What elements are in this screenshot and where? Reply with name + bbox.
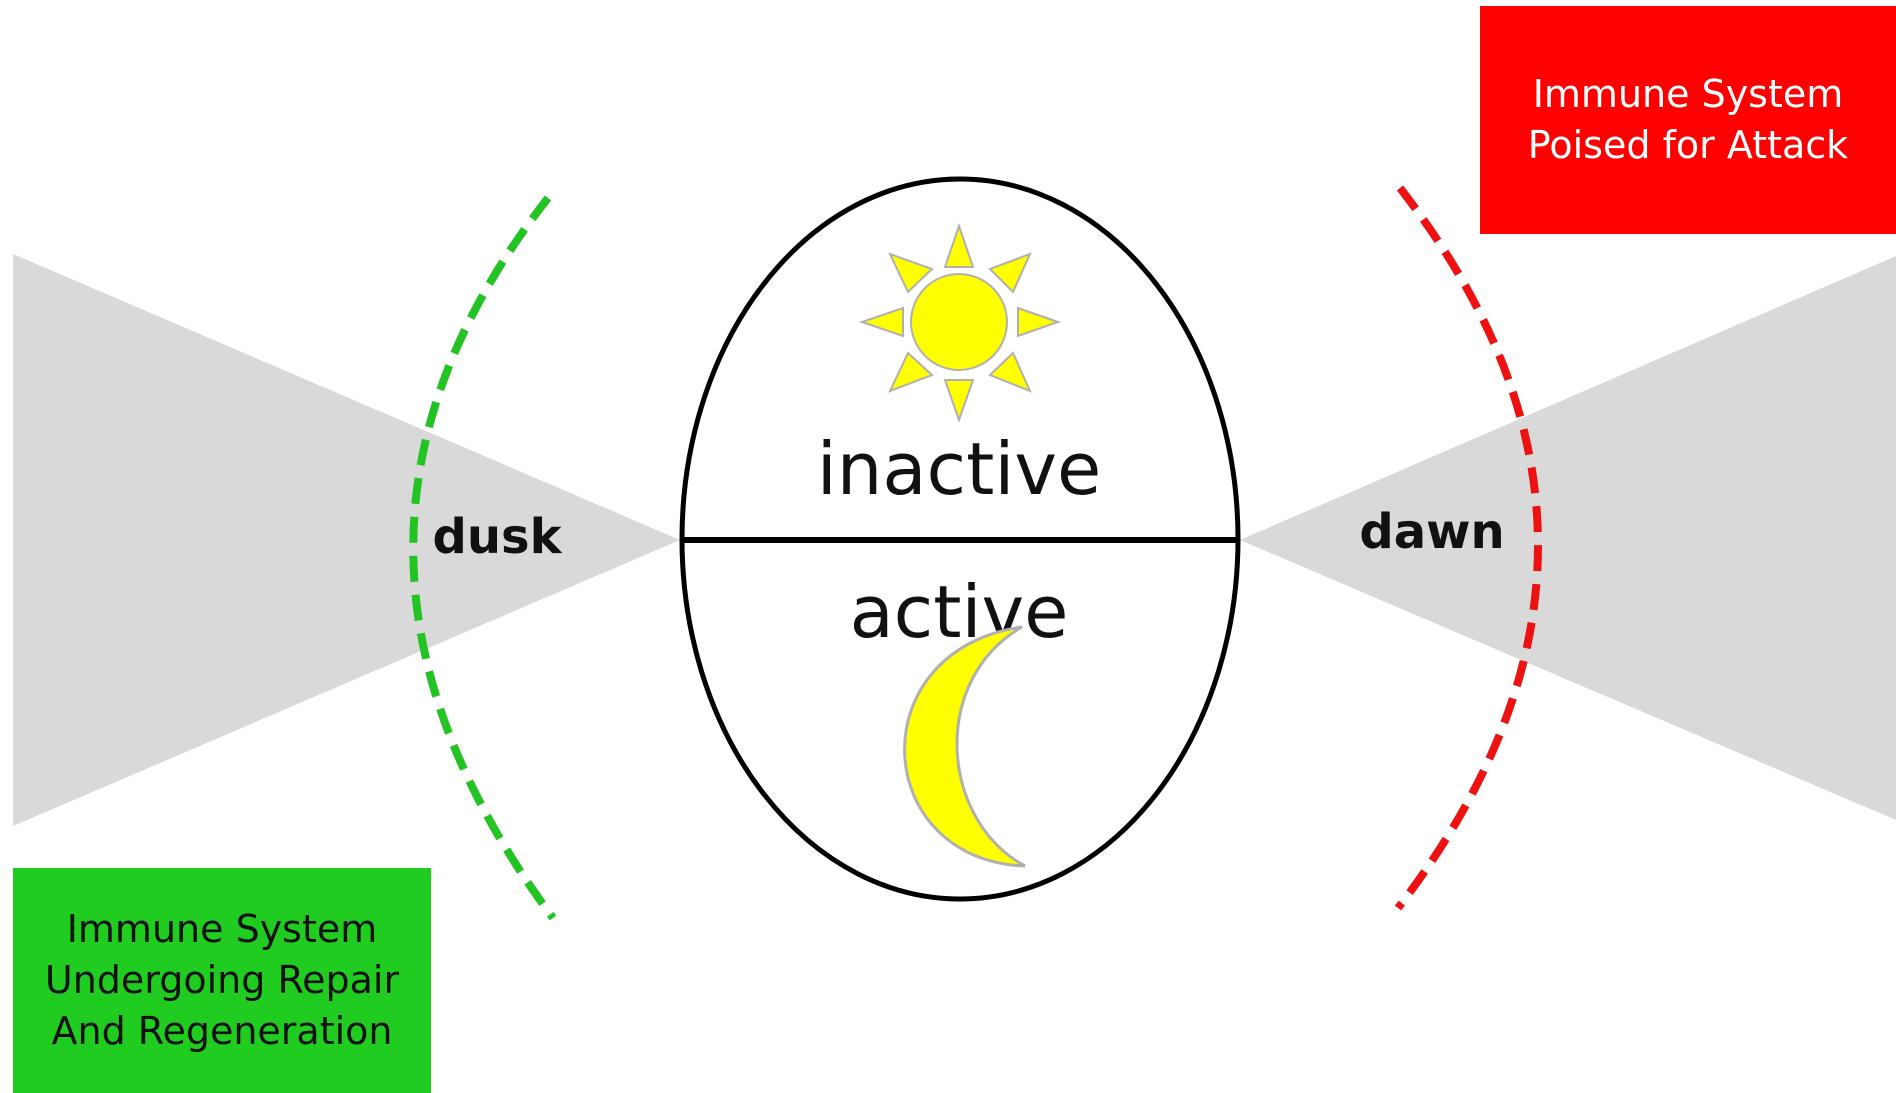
dusk-label: dusk — [432, 509, 562, 565]
dusk-arc — [409, 195, 557, 921]
active-label: active — [850, 570, 1069, 654]
sun-icon — [858, 222, 1062, 424]
repair-line-1: Immune System — [66, 907, 378, 951]
dusk-wedge — [13, 254, 680, 826]
repair-state-box: Immune System Undergoing Repair And Rege… — [13, 868, 431, 1093]
repair-line-3: And Regeneration — [51, 1009, 393, 1053]
dawn-label: dawn — [1359, 504, 1504, 560]
attack-line-2: Poised for Attack — [1527, 123, 1849, 167]
dawn-arc — [1394, 185, 1542, 911]
repair-line-2: Undergoing Repair — [44, 958, 400, 1002]
moon-icon — [903, 625, 1026, 868]
attack-line-1: Immune System — [1532, 72, 1844, 116]
inactive-label: inactive — [817, 427, 1101, 511]
dawn-wedge — [1240, 256, 1896, 820]
attack-state-box: Immune System Poised for Attack — [1480, 6, 1896, 234]
